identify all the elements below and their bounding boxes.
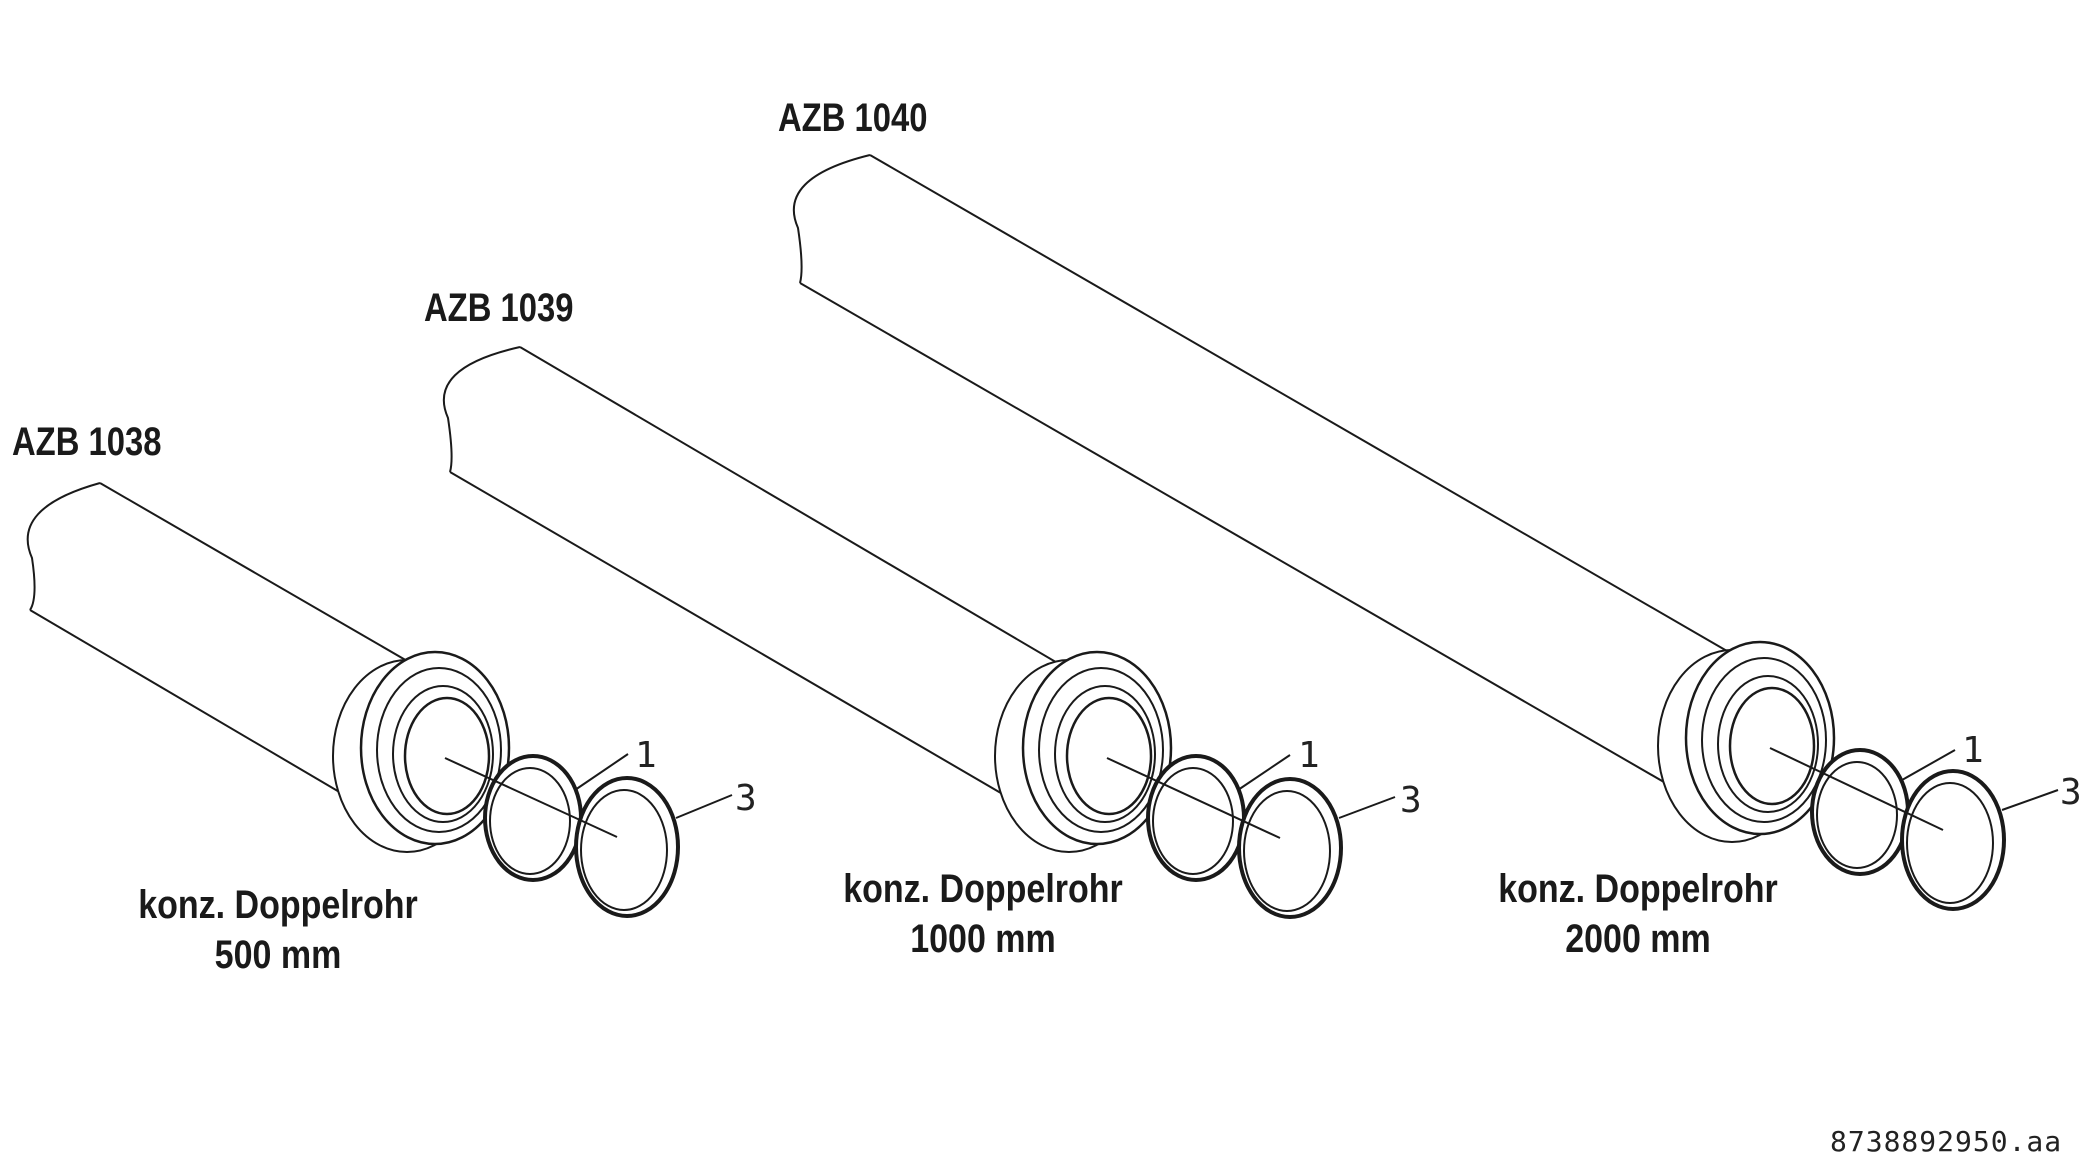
callout-seal-2: 1 [1298,735,1320,776]
inner-pipe-opening [1728,686,1816,806]
inner-pipe-outer [1054,685,1156,823]
clamp-ring-outer [1900,769,2006,911]
seal-ring-inner [489,767,571,875]
model-label-azb-1039: AZB 1039 [424,286,574,330]
pipe-end-cap [442,346,521,473]
callout-ring-2: 3 [1400,780,1422,821]
pipe-2 [442,346,1396,919]
pipe-end-cap [26,482,101,611]
clamp-ring-inner [580,789,668,911]
caption-pipe-500: konz. Doppelrohr 500 mm [108,880,448,980]
socket-inner-rim [376,667,502,833]
pipe-bottom-edge [29,609,371,811]
pipe-bottom-edge [449,471,1031,811]
callout-ring-1: 3 [735,778,757,819]
pipe-top-edge [519,346,1101,689]
caption-type: konz. Doppelrohr [1498,867,1778,911]
leader-line-ring [675,794,733,819]
assembly-axis-line [1106,757,1281,839]
clamp-ring-inner [1906,782,1994,904]
caption-type: konz. Doppelrohr [843,867,1123,911]
leader-line-ring [2001,789,2059,811]
seal-ring-inner [1816,761,1898,869]
leader-line-seal [1237,754,1291,791]
clamp-ring-outer [1237,777,1343,919]
inner-pipe-outer [1717,675,1819,813]
callout-seal-3: 1 [1962,730,1984,771]
caption-pipe-2000: konz. Doppelrohr 2000 mm [1468,864,1808,964]
caption-pipe-1000: konz. Doppelrohr 1000 mm [813,864,1153,964]
assembly-axis-line [444,757,618,838]
inner-pipe-opening [403,696,491,816]
seal-ring-inner [1152,767,1234,875]
socket-inner-rim [1701,657,1827,823]
clamp-ring-outer [574,776,680,918]
model-label-azb-1038: AZB 1038 [12,420,162,464]
clamp-ring-inner [1243,790,1331,912]
reference-code: 8738892950.aa [1830,1125,2063,1158]
pipe-1 [26,482,733,918]
pipe-body [800,155,1765,800]
leader-line-ring [1338,796,1396,819]
pipe-bottom-edge [799,282,1696,801]
caption-length: 1000 mm [910,917,1056,961]
inner-pipe-outer [392,685,494,823]
assembly-axis-line [1769,747,1944,831]
leader-line-seal [574,753,629,791]
pipe-top-edge [869,154,1766,674]
socket-inner-rim [1038,667,1164,833]
pipe-top-edge [99,482,441,681]
pipe-end-cap [792,154,871,284]
caption-type: konz. Doppelrohr [138,883,418,927]
pipe-3 [792,154,2059,911]
model-label-azb-1040: AZB 1040 [778,96,928,140]
caption-length: 2000 mm [1565,917,1711,961]
callout-ring-3: 3 [2060,772,2082,813]
callout-seal-1: 1 [635,735,657,776]
pipe-body [450,347,1100,810]
leader-line-seal [1901,749,1956,781]
inner-pipe-opening [1065,696,1153,816]
caption-length: 500 mm [214,933,342,977]
